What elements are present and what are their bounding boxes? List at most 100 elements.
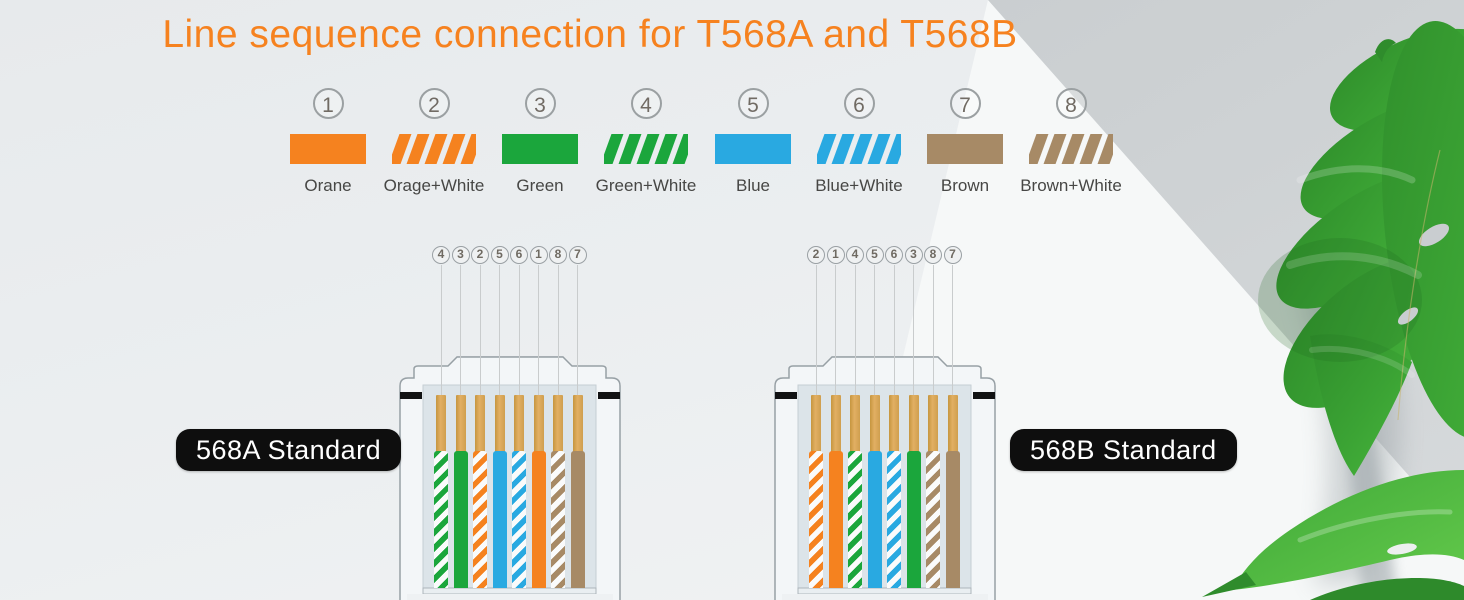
legend-label: Orage+White (383, 176, 485, 195)
legend-number-circle: 2 (418, 88, 450, 119)
legend-number-circle: 3 (524, 88, 556, 119)
connector-pin (850, 395, 860, 453)
pin-number-circle: 3 (451, 246, 470, 264)
leader-line (538, 265, 539, 398)
pin-number-circle: 7 (943, 246, 962, 264)
legend-color-swatch (1029, 134, 1113, 164)
pin-number-circle: 8 (549, 246, 567, 264)
leader-line (893, 265, 895, 398)
leader-line (913, 265, 914, 398)
connector-pin (572, 395, 583, 453)
rj45-shell (399, 356, 621, 600)
connector-pin (908, 395, 919, 453)
rj45-shell (774, 356, 996, 600)
wire-orange-white (473, 451, 487, 588)
connector-pin (553, 395, 563, 453)
leader-line (932, 265, 934, 398)
leader-line (854, 265, 856, 398)
leader-line (952, 265, 953, 398)
legend-label: Blue (735, 176, 771, 195)
wire-green (906, 451, 921, 588)
pin-number-circle: 6 (885, 246, 903, 264)
legend-color-swatch (604, 134, 688, 164)
connector-pin (830, 395, 841, 453)
page-title: Line sequence connection for T568A and T… (162, 13, 1018, 56)
pin-number-circle: 7 (568, 246, 587, 264)
connector-pin (455, 395, 466, 453)
wire-blue-white (887, 451, 901, 588)
wire-orange (531, 451, 546, 588)
standard-label-568a: 568A Standard (176, 429, 402, 471)
wire-blue (492, 451, 507, 588)
connector-pin (494, 395, 505, 453)
leader-line (518, 265, 520, 398)
leader-line (835, 265, 836, 398)
wire-green-white (434, 451, 448, 588)
wire-blue (867, 451, 882, 588)
pin-number-circle: 1 (826, 246, 845, 264)
pin-number-circle: 5 (865, 246, 884, 264)
legend-label: Orane (304, 176, 352, 195)
leader-line (479, 265, 481, 398)
wire-green-white (848, 451, 862, 588)
wire-brown-white (926, 451, 940, 588)
wire-orange-white (809, 451, 823, 588)
legend-color-swatch (392, 134, 476, 164)
legend-label: Brown+White (1020, 176, 1122, 195)
connector-pin (869, 395, 880, 453)
legend-label: Brown (940, 176, 990, 195)
legend-number-circle: 1 (312, 88, 344, 119)
leader-line (499, 265, 500, 398)
connector-pin (436, 395, 446, 453)
pin-number-circle: 1 (529, 246, 548, 264)
connector-pin (889, 395, 899, 453)
legend-label: Green+White (595, 176, 697, 195)
pin-number-circle: 8 (924, 246, 942, 264)
leader-line (815, 265, 817, 398)
legend-number-circle: 4 (630, 88, 662, 119)
wire-brown (570, 451, 585, 588)
pin-number-circle: 5 (490, 246, 509, 264)
legend-color-swatch (817, 134, 901, 164)
leader-line (577, 265, 578, 398)
leader-line (440, 265, 442, 398)
legend-color-swatch (927, 134, 1003, 164)
legend-color-swatch (715, 134, 791, 164)
connector-pin (928, 395, 938, 453)
pin-number-circle: 2 (471, 246, 489, 264)
pin-number-circle: 4 (846, 246, 864, 264)
legend-number-circle: 5 (737, 88, 769, 119)
monstera-leaf-image (1202, 21, 1464, 600)
wire-brown (945, 451, 960, 588)
legend-color-swatch (290, 134, 366, 164)
pin-number-circle: 6 (510, 246, 528, 264)
standard-label-568b: 568B Standard (1010, 429, 1237, 471)
connector-pin (533, 395, 544, 453)
wire-orange (828, 451, 843, 588)
wire-green (453, 451, 468, 588)
connector-pin (475, 395, 485, 453)
leader-line (874, 265, 875, 398)
legend-number-circle: 7 (949, 88, 981, 119)
legend-number-circle: 6 (843, 88, 875, 119)
pin-number-circle: 3 (904, 246, 923, 264)
legend-label: Blue+White (815, 176, 903, 195)
connector-pin (514, 395, 524, 453)
wire-blue-white (512, 451, 526, 588)
legend-color-swatch (502, 134, 578, 164)
pin-number-circle: 2 (807, 246, 825, 264)
connector-pin (947, 395, 958, 453)
leader-line (557, 265, 559, 398)
legend-label: Green (516, 176, 564, 195)
